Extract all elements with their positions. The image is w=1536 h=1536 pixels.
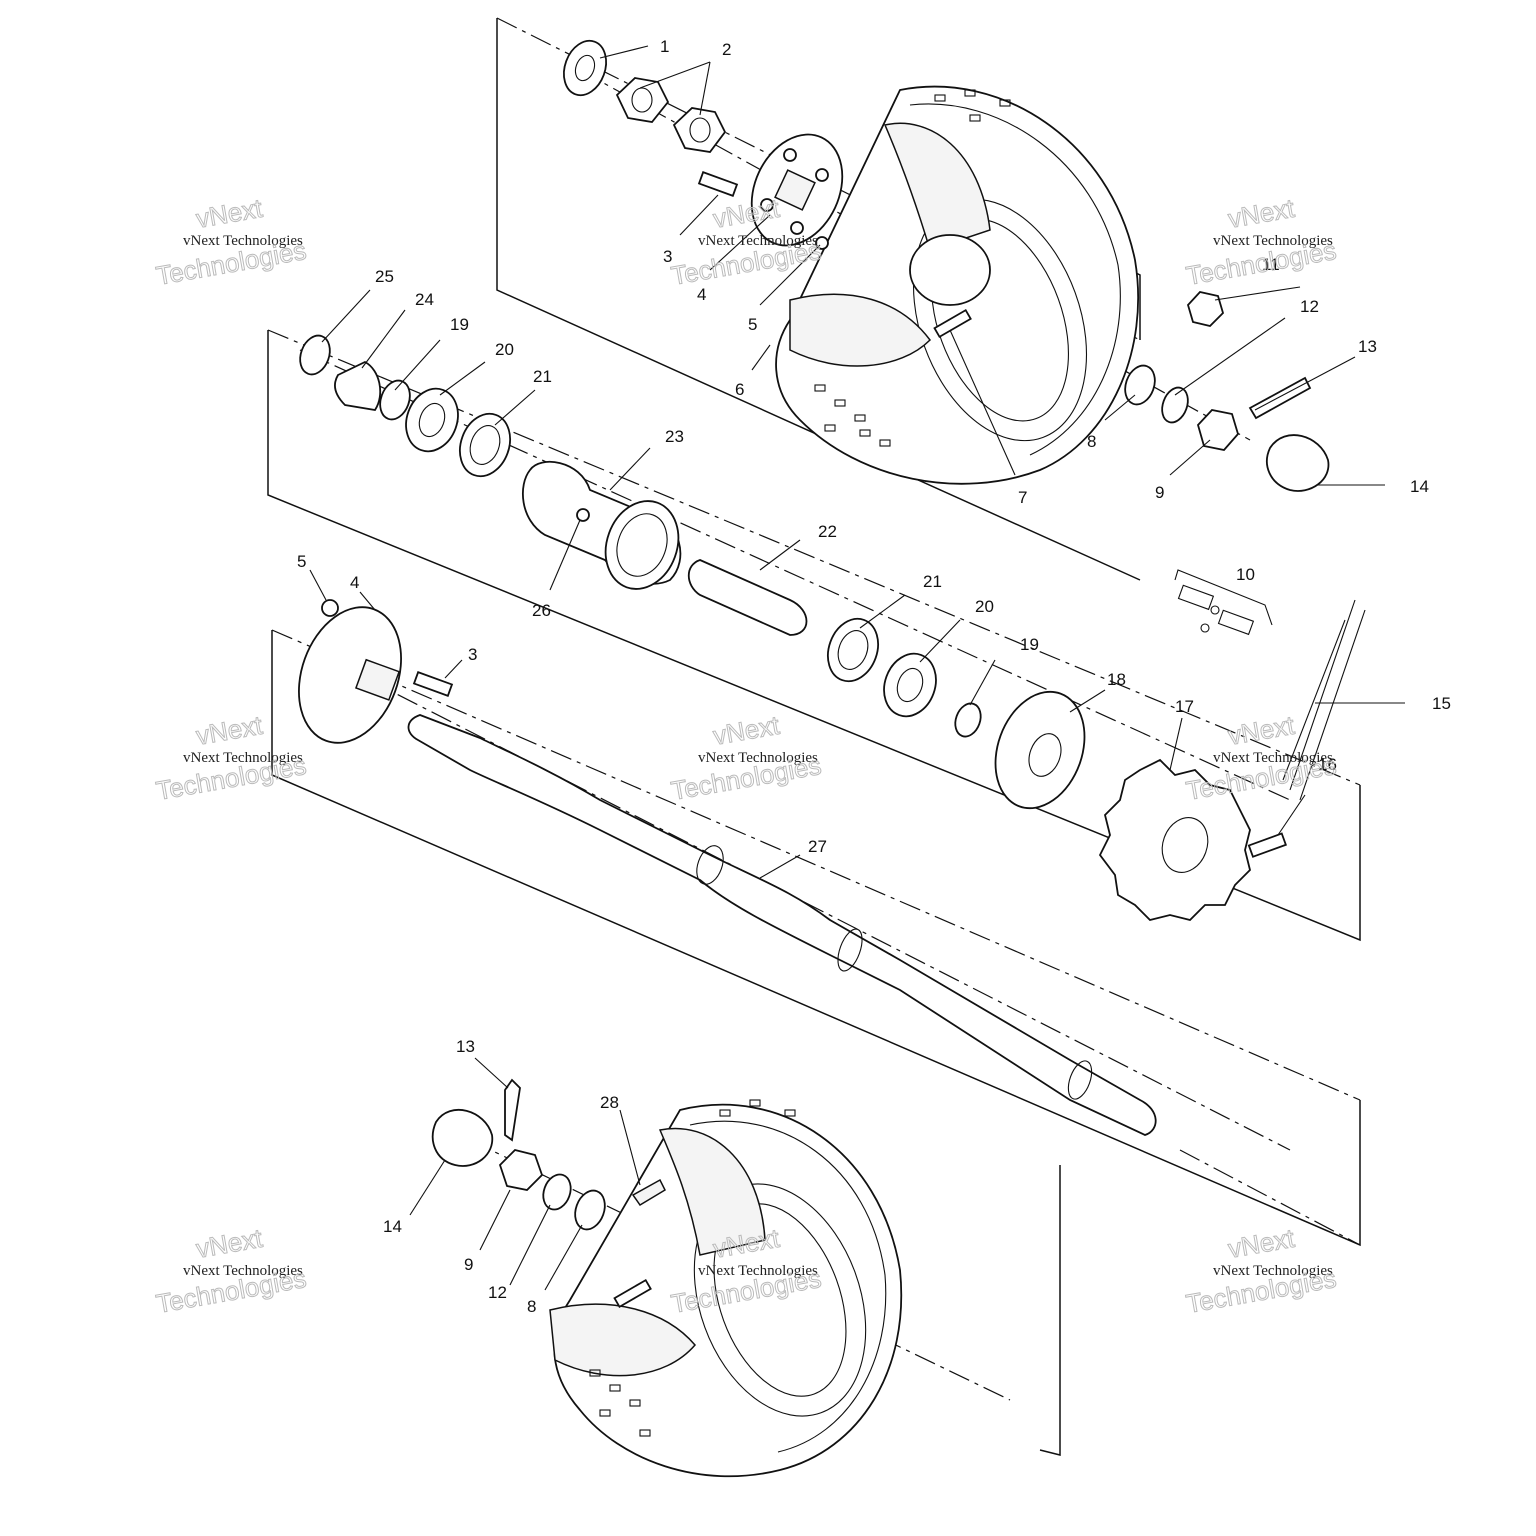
callout-27: 27 <box>808 837 827 856</box>
callout-14: 14 <box>1410 477 1429 496</box>
callout-26: 26 <box>532 601 551 620</box>
upper-wheel-tire <box>775 85 1139 485</box>
callout-12: 12 <box>1300 297 1319 316</box>
svg-text:vNext Technologies: vNext Technologies <box>698 1263 818 1279</box>
callout-14-lower: 14 <box>383 1217 402 1236</box>
watermark-7: vNext vNext Technologies Technologies <box>153 1222 309 1319</box>
callout-21-lower: 21 <box>923 572 942 591</box>
callout-9-lower: 9 <box>464 1255 473 1274</box>
lower-hub-and-axle <box>298 599 1157 1136</box>
callout-17: 17 <box>1175 697 1194 716</box>
callout-7: 7 <box>1018 488 1027 507</box>
callout-28: 28 <box>600 1093 619 1112</box>
callout-19: 19 <box>450 315 469 334</box>
callout-3: 3 <box>663 247 672 266</box>
callout-4-lower: 4 <box>350 573 359 592</box>
lower-wheel-tire <box>549 1099 903 1478</box>
svg-text:vNext: vNext <box>711 710 782 751</box>
callout-24: 24 <box>415 290 434 309</box>
callout-19-lower: 19 <box>1020 635 1039 654</box>
callout-15: 15 <box>1432 694 1451 713</box>
callout-12-lower: 12 <box>488 1283 507 1302</box>
callout-18: 18 <box>1107 670 1126 689</box>
svg-text:vNext Technologies: vNext Technologies <box>1213 1263 1333 1279</box>
watermark-5: vNext vNext Technologies Technologies <box>668 709 824 806</box>
callout-labels: 1 2 3 4 5 6 7 8 9 10 11 12 13 14 15 16 1… <box>297 37 1451 1316</box>
svg-text:vNext: vNext <box>194 710 265 751</box>
sprocket-and-chain <box>1098 569 1366 921</box>
svg-text:vNext Technologies: vNext Technologies <box>698 750 818 766</box>
callout-5-lower: 5 <box>297 552 306 571</box>
svg-text:vNext Technologies: vNext Technologies <box>183 233 303 249</box>
svg-text:vNext: vNext <box>194 193 265 234</box>
tread-blocks-lower <box>589 1099 796 1437</box>
watermark-4: vNext vNext Technologies Technologies <box>153 709 309 806</box>
callout-21: 21 <box>533 367 552 386</box>
callout-22: 22 <box>818 522 837 541</box>
svg-text:vNext: vNext <box>1226 710 1297 751</box>
lower-small-parts <box>431 1078 606 1231</box>
tread-blocks-upper <box>814 89 1011 447</box>
watermark-9: vNext vNext Technologies Technologies <box>1183 1222 1339 1319</box>
svg-text:vNext Technologies: vNext Technologies <box>183 1263 303 1279</box>
callout-20: 20 <box>495 340 514 359</box>
svg-text:vNext: vNext <box>194 1223 265 1264</box>
svg-text:vNext: vNext <box>1226 193 1297 234</box>
watermark-3: vNext vNext Technologies Technologies <box>1183 192 1339 291</box>
svg-text:vNext Technologies: vNext Technologies <box>1213 233 1333 249</box>
callout-1: 1 <box>660 37 669 56</box>
callout-2: 2 <box>722 40 731 59</box>
svg-text:vNext Technologies: vNext Technologies <box>183 750 303 766</box>
callout-6: 6 <box>735 380 744 399</box>
callout-8: 8 <box>1087 432 1096 451</box>
callout-10: 10 <box>1236 565 1255 584</box>
svg-text:vNext: vNext <box>1226 1223 1297 1264</box>
callout-8-lower: 8 <box>527 1297 536 1316</box>
callout-13-lower: 13 <box>456 1037 475 1056</box>
callout-4: 4 <box>697 285 706 304</box>
bearing-assembly <box>299 334 1086 810</box>
callout-5: 5 <box>748 315 757 334</box>
svg-text:vNext Technologies: vNext Technologies <box>698 233 818 249</box>
callout-23: 23 <box>665 427 684 446</box>
svg-text:vNext Technologies: vNext Technologies <box>1213 750 1333 766</box>
drive-chain <box>1282 599 1366 801</box>
callout-11: 11 <box>1262 255 1280 274</box>
callout-9: 9 <box>1155 483 1164 502</box>
watermark-6: vNext vNext Technologies Technologies <box>1183 709 1339 806</box>
callout-20-lower: 20 <box>975 597 994 616</box>
chain-link-parts <box>1174 569 1273 636</box>
callout-3-lower: 3 <box>468 645 477 664</box>
watermark-1: vNext vNext Technologies Technologies <box>153 192 309 291</box>
callout-25: 25 <box>375 267 394 286</box>
upper-small-parts <box>563 39 1330 492</box>
upper-hub <box>750 133 844 247</box>
callout-16: 16 <box>1318 755 1337 774</box>
callout-13: 13 <box>1358 337 1377 356</box>
leader-lines <box>309 45 1405 1291</box>
